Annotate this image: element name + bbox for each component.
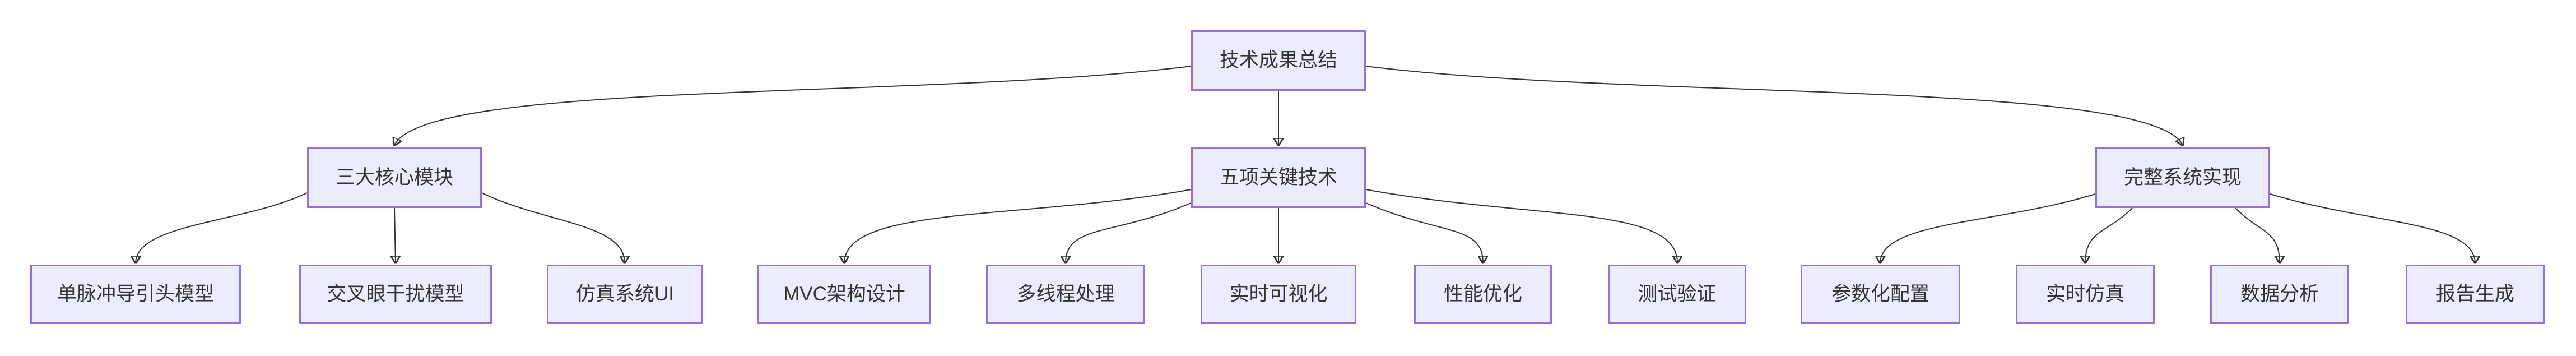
node-data-analysis: 数据分析 — [2210, 265, 2349, 324]
node-multithreading: 多线程处理 — [986, 265, 1145, 324]
node-realtime-simulation: 实时仿真 — [2016, 265, 2155, 324]
edge-core-to-monopulse — [136, 192, 308, 263]
node-report-generation: 报告生成 — [2406, 265, 2545, 324]
edge-core-to-crosseye — [394, 207, 396, 263]
node-realtime-visualization: 实时可视化 — [1201, 265, 1356, 324]
node-monopulse-seeker-model: 单脉冲导引头模型 — [30, 265, 241, 324]
node-root: 技术成果总结 — [1191, 30, 1366, 91]
edge-core-to-sim-ui — [481, 192, 625, 263]
edge-tech-to-multithread — [1066, 202, 1192, 263]
node-system-impl: 完整系统实现 — [2095, 147, 2270, 208]
node-test-verification: 测试验证 — [1608, 265, 1746, 324]
node-mvc-architecture: MVC架构设计 — [757, 265, 931, 324]
node-parametric-config: 参数化配置 — [1801, 265, 1960, 324]
edge-tech-to-mvc — [844, 189, 1192, 263]
edge-system-to-realtime-sim — [2085, 207, 2133, 263]
node-performance-optimization: 性能优化 — [1414, 265, 1552, 324]
node-cross-eye-jamming-model: 交叉眼干扰模型 — [299, 265, 492, 324]
edge-system-to-parametric — [1880, 193, 2096, 263]
edge-root-to-system-impl — [1365, 66, 2183, 145]
node-core-modules: 三大核心模块 — [307, 147, 482, 208]
edge-tech-to-performance — [1365, 202, 1483, 263]
edge-root-to-core-modules — [394, 66, 1192, 145]
edge-system-to-report — [2270, 193, 2475, 263]
edge-system-to-data-analysis — [2235, 207, 2280, 263]
node-simulation-ui: 仿真系统UI — [547, 265, 703, 324]
edge-tech-to-testing — [1365, 189, 1677, 263]
node-key-tech: 五项关键技术 — [1191, 147, 1366, 208]
